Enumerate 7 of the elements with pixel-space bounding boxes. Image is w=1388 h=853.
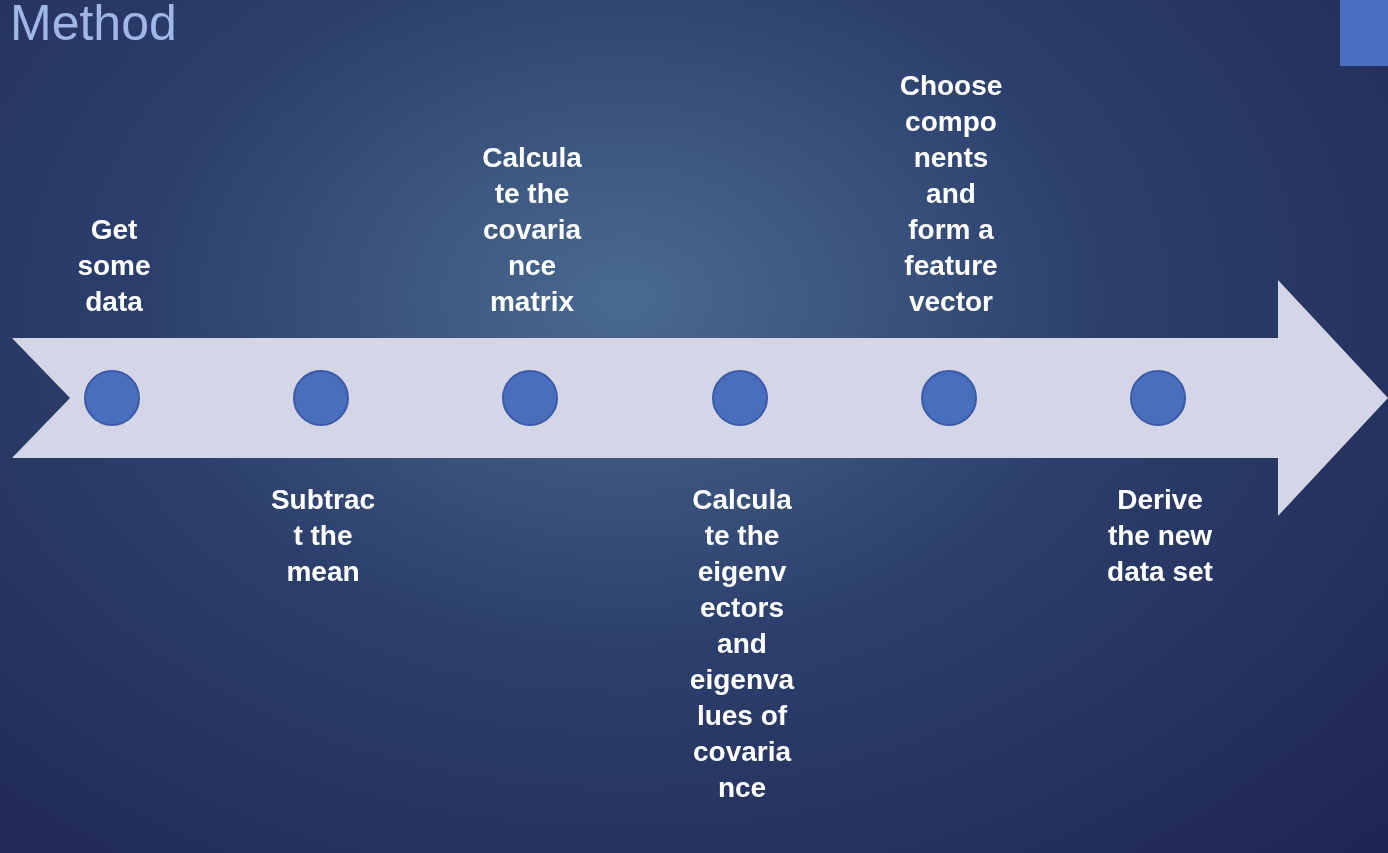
slide-title: Method: [10, 0, 177, 52]
step-label: Get some data: [76, 213, 152, 319]
step-label: Choose compo nents and form a feature vector: [898, 69, 1004, 319]
step-label: Subtrac t the mean: [269, 483, 377, 589]
step-label: Calcula te the eigenv ectors and eigenva lues of covaria nce: [688, 483, 796, 805]
step-label: Derive the new data set: [1106, 483, 1214, 589]
step-label: Calcula te the covaria nce matrix: [481, 141, 583, 319]
